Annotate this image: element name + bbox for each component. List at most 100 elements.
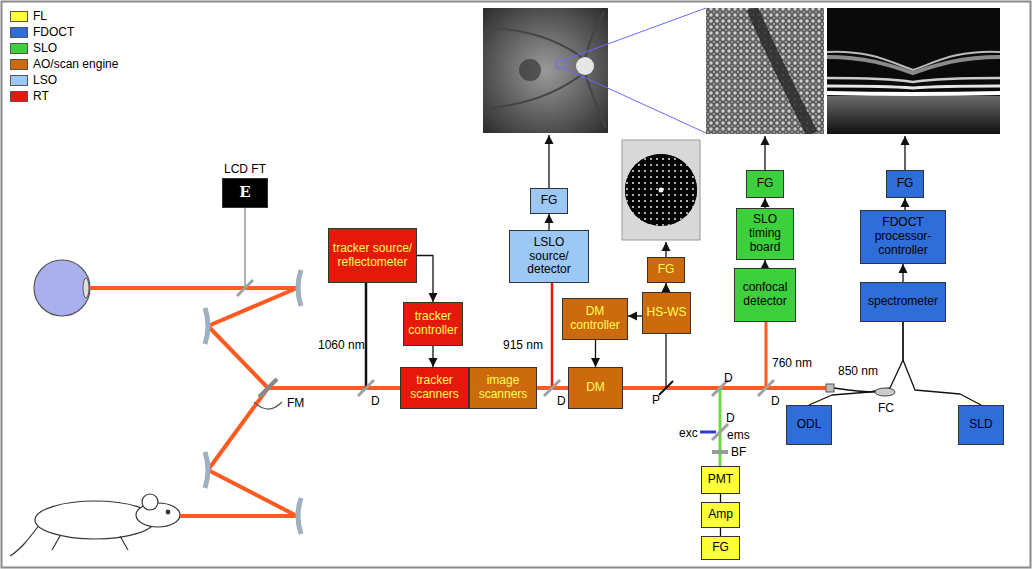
legend-row: SLO bbox=[10, 40, 118, 56]
node-text: SLD bbox=[969, 418, 992, 432]
node-text: FG bbox=[712, 541, 729, 555]
signal-connector bbox=[904, 198, 905, 210]
dichroic-label: D bbox=[724, 371, 733, 385]
signal-connector bbox=[432, 346, 433, 367]
legend-swatch bbox=[10, 43, 28, 54]
zoom-line bbox=[564, 68, 706, 133]
ao-box: FG bbox=[647, 257, 685, 283]
image-arrow bbox=[665, 242, 666, 257]
signal-connector bbox=[764, 260, 765, 268]
legend-row: RT bbox=[10, 88, 118, 104]
dichroic-label: D bbox=[557, 394, 566, 408]
cone-image bbox=[706, 8, 824, 134]
lslo-beam bbox=[551, 283, 554, 388]
beam-path bbox=[90, 288, 826, 516]
ao-box: image scanners bbox=[469, 367, 537, 409]
node-text: SLO timing board bbox=[740, 213, 790, 254]
legend-text: RT bbox=[33, 89, 49, 103]
legend-row: LSO bbox=[10, 72, 118, 88]
legend-text: SLO bbox=[33, 41, 57, 55]
lso-box: FG bbox=[530, 188, 568, 214]
node-text: confocal detector bbox=[738, 281, 792, 309]
lcd-screen: LCD FTE bbox=[222, 178, 268, 208]
legend-swatch bbox=[10, 59, 28, 70]
oct-image bbox=[827, 8, 1000, 134]
heading-text: LCD FT bbox=[224, 163, 266, 177]
legend: FL FDOCT SLO AO/scan engineLSORT bbox=[10, 8, 118, 104]
barrier-filter bbox=[712, 450, 728, 454]
fl-box: Amp bbox=[701, 502, 740, 528]
fl-box: PMT bbox=[701, 466, 740, 494]
image-arrow bbox=[548, 135, 549, 188]
tracker-box: tracker controller bbox=[403, 302, 463, 346]
mouse bbox=[10, 494, 180, 556]
signal-connector bbox=[665, 283, 666, 292]
fdoct-box: spectrometer bbox=[860, 282, 946, 322]
dichroic-label: D bbox=[371, 394, 380, 408]
node-text: FG bbox=[897, 177, 914, 191]
slo-box: FG bbox=[746, 170, 784, 198]
excitation-beam bbox=[700, 431, 716, 434]
signal-connector bbox=[595, 340, 596, 367]
node-text: FG bbox=[757, 177, 774, 191]
node-text: LSLO source/ detector bbox=[513, 236, 585, 277]
node-text: DM bbox=[586, 381, 605, 395]
lso-box: LSLO source/ detector bbox=[509, 230, 589, 283]
wavelength-label: 850 nm bbox=[838, 364, 878, 378]
fiber-coupler bbox=[875, 388, 895, 396]
ao-box: HS-WS bbox=[642, 292, 691, 334]
signal-connector bbox=[809, 322, 903, 405]
legend-text: AO/scan engine bbox=[33, 57, 118, 71]
flip-arrow bbox=[254, 402, 282, 409]
legend-text: FL bbox=[33, 9, 47, 23]
tracker-beam bbox=[365, 283, 368, 388]
dichroic-label: D bbox=[726, 411, 735, 425]
mirror bbox=[205, 270, 301, 534]
signal-connector bbox=[903, 322, 981, 405]
tracker-box: tracker source/ reflectometer bbox=[328, 228, 417, 283]
legend-text: FDOCT bbox=[33, 25, 74, 39]
flip-mirror bbox=[259, 379, 277, 397]
node-text: tracker controller bbox=[407, 310, 459, 338]
signal-connector bbox=[902, 264, 903, 282]
dichroic-label: D bbox=[771, 394, 780, 408]
pellicle-label: P bbox=[652, 393, 660, 407]
node-text: tracker scanners bbox=[404, 374, 465, 402]
excitation-label: exc bbox=[679, 426, 698, 440]
signal-connector bbox=[548, 214, 549, 230]
filter-label: BF bbox=[731, 445, 746, 459]
zoom-line bbox=[564, 8, 706, 60]
slo-box: SLO timing board bbox=[736, 208, 794, 260]
node-text: DM controller bbox=[566, 305, 624, 333]
coupler-label: FC bbox=[878, 401, 894, 415]
fdoct-box: SLD bbox=[958, 405, 1004, 445]
node-text: PMT bbox=[708, 473, 733, 487]
signal-connector bbox=[417, 256, 433, 303]
wavefront-beam bbox=[665, 334, 666, 388]
legend-swatch bbox=[10, 11, 28, 22]
slo-beam bbox=[765, 322, 768, 388]
wavelength-label: 1060 nm bbox=[318, 338, 365, 352]
signal-connector bbox=[720, 494, 721, 502]
node-text: spectrometer bbox=[868, 295, 938, 309]
legend-row: FL bbox=[10, 8, 118, 24]
node-text: image scanners bbox=[473, 374, 533, 402]
ao-box: DM bbox=[568, 367, 623, 409]
node-text: tracker source/ reflectometer bbox=[332, 242, 413, 270]
signal-connector bbox=[628, 315, 642, 316]
node-text: Amp bbox=[708, 508, 733, 522]
node-text: E bbox=[239, 184, 250, 201]
node-text: ODL bbox=[797, 418, 822, 432]
node-text: FG bbox=[658, 263, 675, 277]
legend-row: FDOCT bbox=[10, 24, 118, 40]
slo-box: confocal detector bbox=[734, 268, 796, 322]
fdoct-box: ODL bbox=[786, 405, 832, 445]
legend-swatch bbox=[10, 91, 28, 102]
tracker-box: tracker scanners bbox=[400, 367, 469, 409]
wavefront-spot-image bbox=[622, 140, 700, 240]
fiber-tip bbox=[826, 384, 834, 392]
legend-swatch bbox=[10, 27, 28, 38]
fundus-image bbox=[483, 8, 608, 133]
node-text: FDOCT processor- controller bbox=[864, 216, 942, 257]
